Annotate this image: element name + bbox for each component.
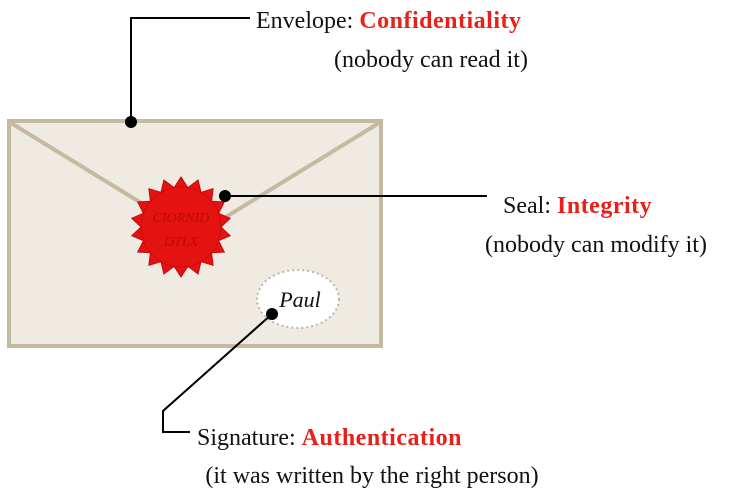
signature-label: Signature: Authentication bbox=[197, 425, 462, 451]
envelope-label: Envelope: Confidentiality bbox=[256, 8, 522, 34]
seal-concept: Integrity bbox=[557, 193, 652, 219]
signature-connector bbox=[162, 313, 273, 433]
envelope-label-prefix: Envelope: bbox=[256, 8, 359, 34]
seal-emboss-line1: CIORNID bbox=[153, 211, 210, 226]
signature-note: (it was written by the right person) bbox=[205, 463, 538, 489]
envelope-connector bbox=[130, 17, 250, 121]
signature-name: Paul bbox=[278, 287, 321, 312]
seal-emboss-line2: DTLX bbox=[163, 235, 199, 250]
seal-dot bbox=[219, 190, 231, 202]
seal-starburst bbox=[130, 176, 232, 278]
signature-dot bbox=[266, 308, 278, 320]
envelope-concept: Confidentiality bbox=[359, 8, 521, 34]
signature-label-prefix: Signature: bbox=[197, 425, 302, 451]
signature-concept: Authentication bbox=[302, 425, 462, 451]
envelope-note: (nobody can read it) bbox=[334, 47, 528, 73]
seal-label-prefix: Seal: bbox=[503, 193, 557, 219]
seal-label: Seal: Integrity bbox=[503, 193, 652, 219]
seal-note: (nobody can modify it) bbox=[485, 232, 707, 258]
wax-seal: CIORNID DTLX bbox=[130, 176, 232, 278]
envelope-dot bbox=[125, 116, 137, 128]
